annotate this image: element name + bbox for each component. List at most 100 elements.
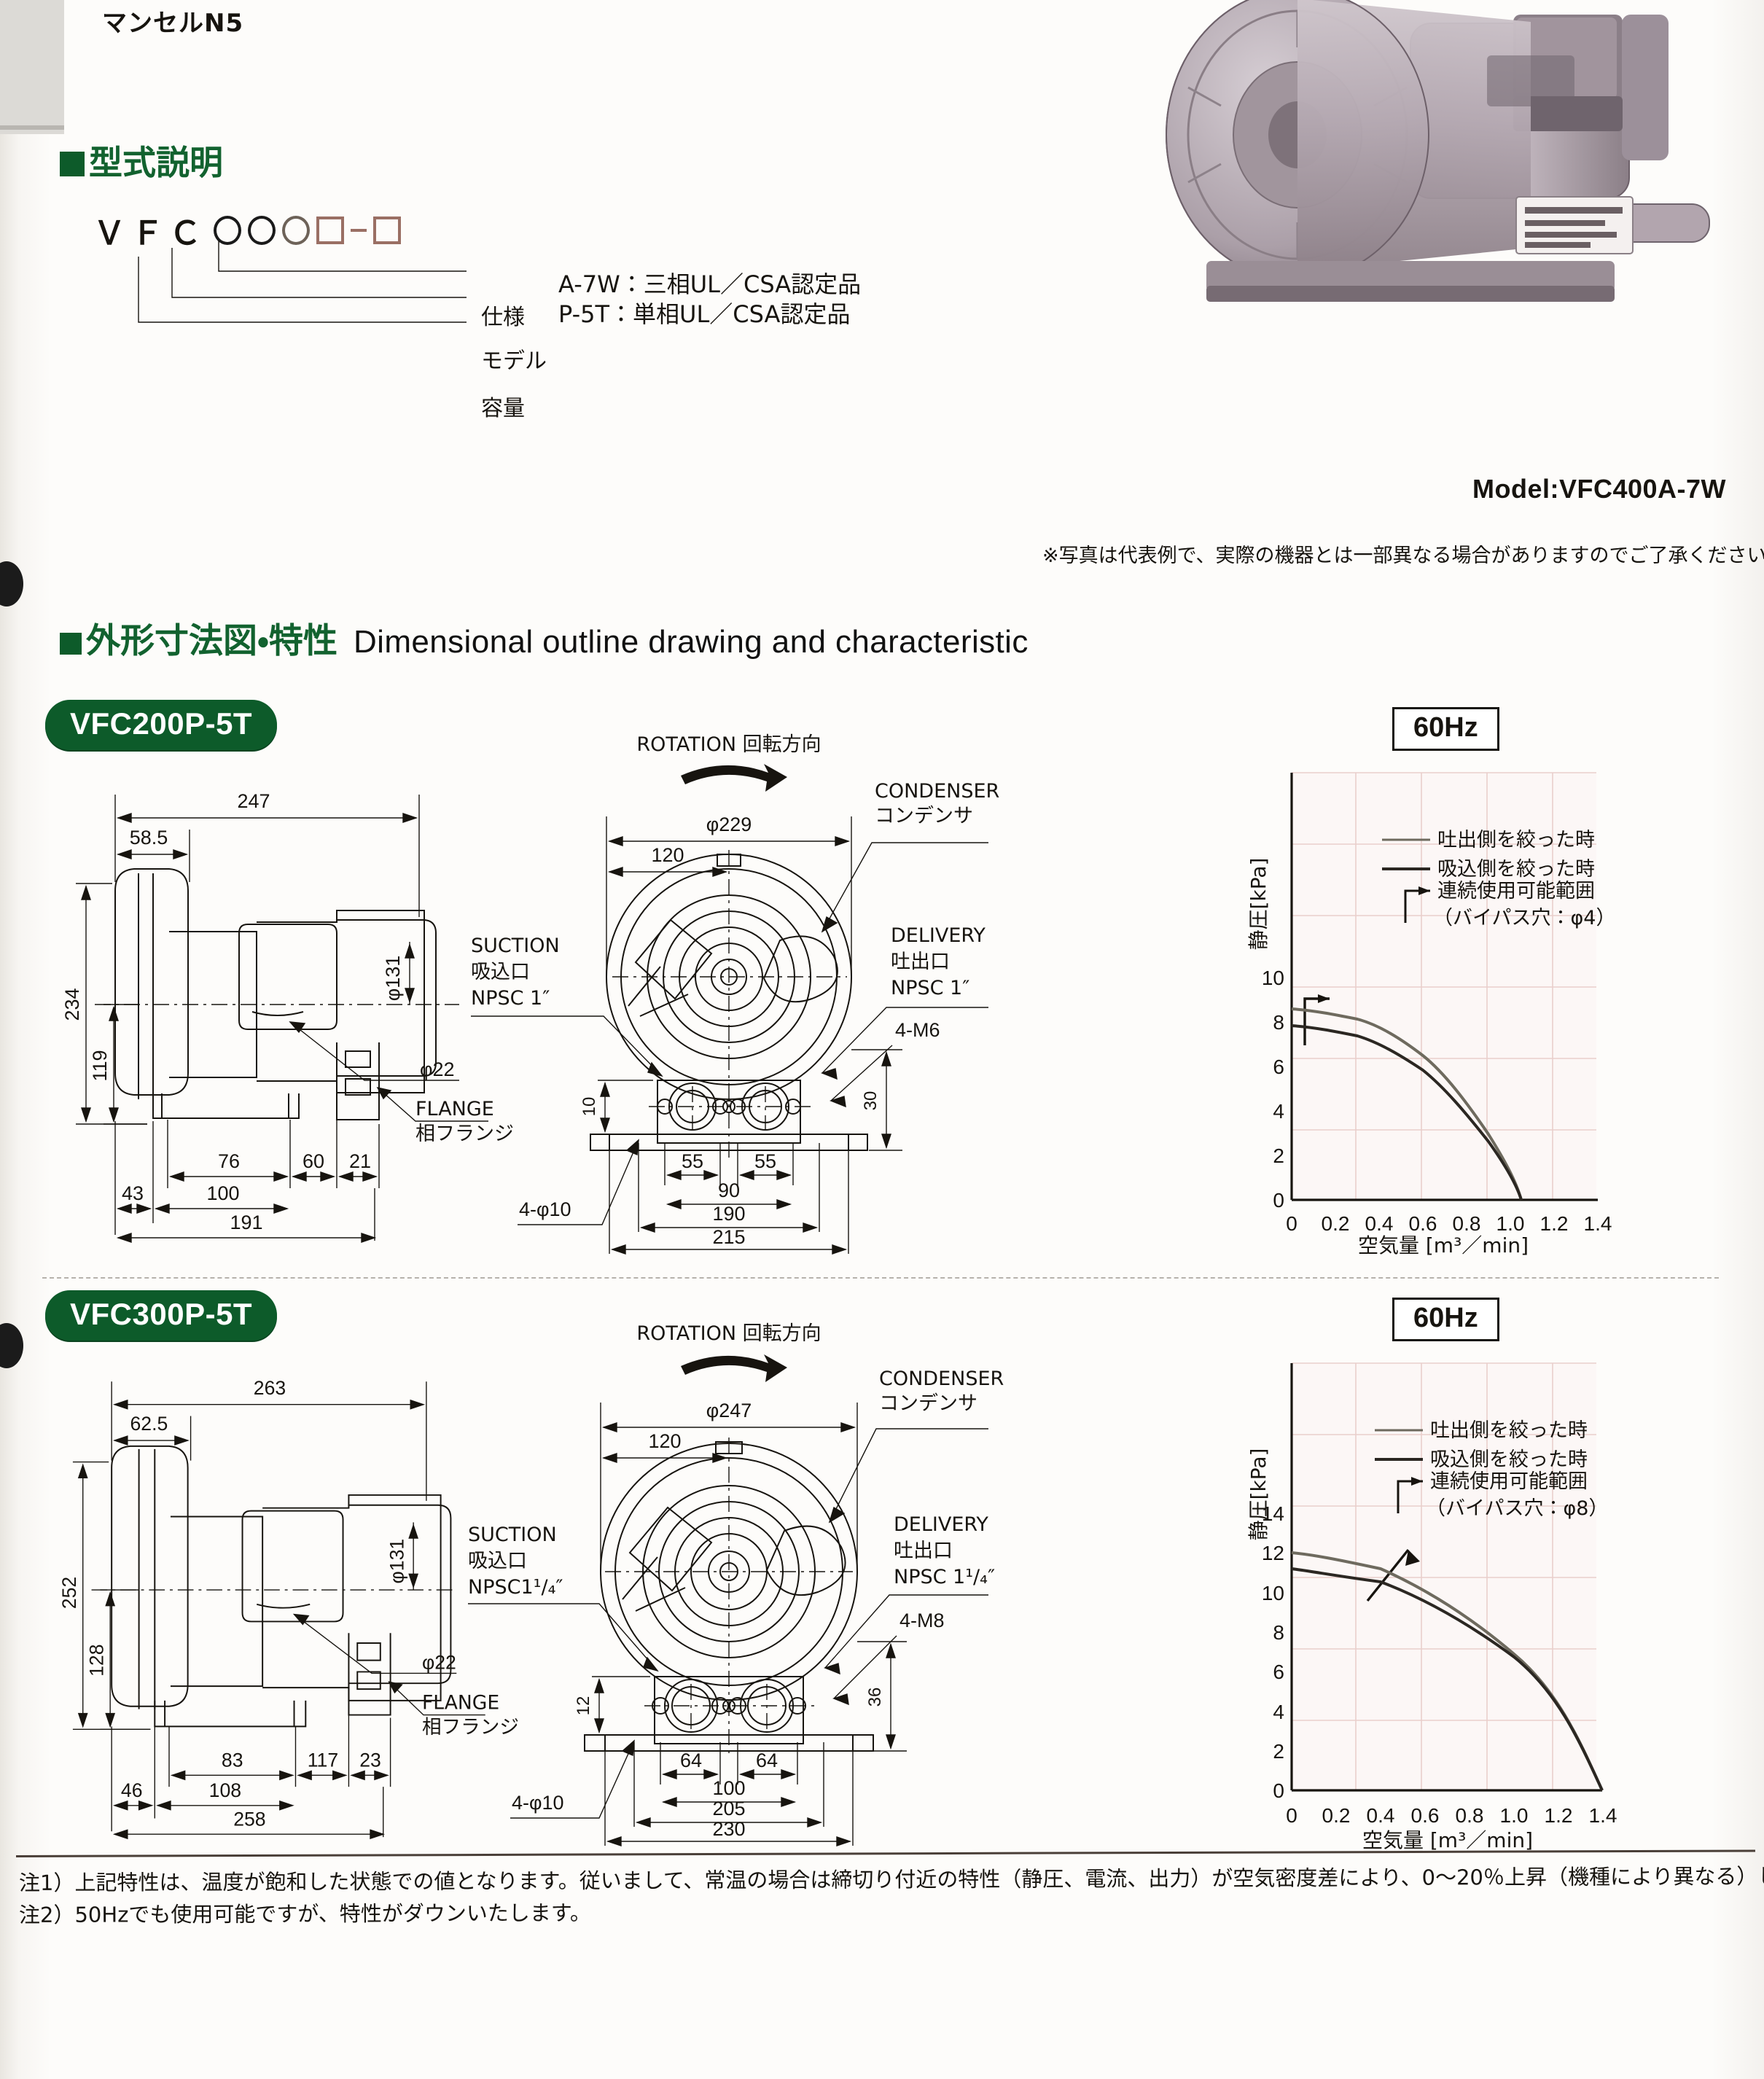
label-flange-jp-200: 相フランジ	[415, 1123, 514, 1145]
dim-pitch-190-200: 190	[712, 1203, 745, 1225]
munsell-note: マンセルN5	[102, 9, 244, 38]
dim-base-e-200: 100	[206, 1182, 239, 1204]
green-square-bullet-icon-2	[60, 633, 82, 655]
callout-capacity: 容量	[481, 396, 525, 421]
dim-hole-spec-300: 4-φ10	[512, 1792, 564, 1814]
chart-ylabel-200: 静圧[kPa]	[1246, 858, 1271, 951]
type-placeholder-box-2	[373, 217, 401, 244]
dim-front-depth-200: 58.5	[130, 827, 168, 849]
dim-base-f-300: 258	[233, 1808, 265, 1830]
dim-center-height-300: 128	[85, 1644, 107, 1676]
label-delivery-size-300: NPSC 1¹/₄″	[894, 1566, 995, 1588]
dim-base-e-300: 108	[209, 1779, 241, 1801]
label-suction-jp-300: 吸込口	[468, 1550, 527, 1572]
svg-text:0.8: 0.8	[1453, 1212, 1481, 1235]
footnotes: 注1）上記特性は、温度が飽和した状態での値となります。従いまして、常温の場合は締…	[18, 1864, 1764, 1931]
performance-chart-vfc200: 60Hz 0 2 4 6 8 10	[1239, 707, 1749, 1261]
photo-disclaimer: ※写真は代表例で、実際の機器とは一部異なる場合がありますのでご了承ください。	[1042, 545, 1764, 567]
legend-annotation-200: （バイパス穴：φ4）	[1433, 907, 1615, 929]
label-delivery-en-300: DELIVERY	[894, 1513, 988, 1536]
chart-legend-200: 吐出側を絞った時 吸込側を絞った時 連続使用可能範囲 （バイパス穴：φ4）	[1382, 829, 1615, 929]
side-view-drawing-vfc200: 247 58.5 234 119	[61, 790, 514, 1243]
type-placeholder-circle-2	[248, 216, 276, 245]
svg-text:0.6: 0.6	[1409, 1212, 1437, 1235]
dim-center-height-200: 119	[89, 1050, 111, 1081]
svg-text:4: 4	[1273, 1701, 1284, 1723]
dim-pitch-205-300: 205	[712, 1798, 745, 1819]
type-placeholder-circle-1	[214, 216, 241, 245]
label-flange-en-300: FLANGE	[422, 1692, 499, 1715]
svg-text:1.2: 1.2	[1545, 1804, 1573, 1827]
type-leader-lines	[138, 241, 467, 323]
label-delivery-jp-200: 吐出口	[891, 951, 950, 973]
frequency-badge-300: 60Hz	[1392, 1298, 1499, 1341]
side-view-drawing-vfc300: 263 62.5 252 128	[58, 1377, 519, 1840]
dim-foot-h2-300: 36	[865, 1688, 885, 1707]
svg-text:1.4: 1.4	[1584, 1212, 1612, 1235]
section-divider	[42, 1277, 1719, 1279]
dim-body-dia-300: φ247	[706, 1400, 752, 1421]
model-badge-vfc200: VFC200P-5T	[45, 700, 278, 750]
dimension-heading-en: Dimensional outline drawing and characte…	[353, 624, 1029, 660]
dim-base-c-200: 21	[349, 1150, 371, 1172]
label-delivery-size-200: NPSC 1″	[891, 977, 969, 999]
dim-port-pitch-l-200: 55	[682, 1150, 703, 1172]
model-type-string: ＶＦＣ	[93, 207, 401, 254]
dim-foot-h1-300: 12	[574, 1696, 593, 1716]
dim-shaft-dia-300: φ131	[386, 1539, 407, 1584]
dim-bolt-spec-200: 4-M6	[895, 1019, 940, 1041]
dim-flange-dia-300: φ22	[422, 1651, 456, 1673]
dim-base-a-200: 76	[218, 1150, 240, 1172]
dim-overall-height-200: 234	[61, 988, 83, 1021]
chart-grid-300	[1291, 1362, 1596, 1790]
svg-text:0.6: 0.6	[1411, 1804, 1440, 1827]
svg-text:6: 6	[1273, 1661, 1284, 1683]
dimension-heading-jp: 外形寸法図・特性	[86, 621, 337, 661]
rotation-arrow-icon-2	[681, 1354, 787, 1382]
label-rotation-200: ROTATION 回転方向	[636, 733, 821, 756]
svg-text:0: 0	[1273, 1779, 1284, 1802]
dimension-section-heading: 外形寸法図・特性 Dimensional outline drawing and …	[60, 612, 1029, 663]
dim-front-depth-300: 62.5	[130, 1413, 168, 1435]
svg-text:0.2: 0.2	[1322, 1212, 1350, 1235]
svg-text:0: 0	[1286, 1804, 1297, 1827]
label-suction-en-200: SUCTION	[471, 935, 560, 957]
model-badge-vfc300: VFC300P-5T	[45, 1290, 278, 1341]
type-placeholder-box-1	[316, 217, 344, 244]
footnote-2: 注2）50Hzでも使用可能ですが、特性がダウンいたします。	[18, 1900, 591, 1927]
dim-base-a-300: 83	[222, 1750, 243, 1771]
chart-series2-curve-300	[1291, 1567, 1604, 1791]
svg-text:2: 2	[1273, 1740, 1284, 1763]
chart-range-marker-200	[1303, 994, 1330, 1045]
label-suction-size-300: NPSC1¹/₄″	[468, 1576, 563, 1599]
specification-detail-lines: A-7W：三相UL／CSA認定品 P-5T：単相UL／CSA認定品	[558, 270, 861, 329]
svg-text:12: 12	[1262, 1542, 1284, 1564]
dim-width-215-200: 215	[712, 1226, 745, 1248]
svg-text:4: 4	[1273, 1100, 1284, 1123]
svg-text:8: 8	[1273, 1011, 1284, 1034]
dim-port-pitch-r-200: 55	[754, 1150, 776, 1172]
svg-text:2: 2	[1273, 1144, 1284, 1167]
dim-body-dia-200: φ229	[706, 814, 752, 835]
svg-text:0.2: 0.2	[1322, 1804, 1351, 1827]
dim-base-f-200: 191	[230, 1212, 262, 1233]
callout-model: モデル	[481, 348, 547, 374]
dim-shaft-dia-200: φ131	[382, 956, 404, 1002]
chart-ylabel-300: 静圧[kPa]	[1246, 1448, 1271, 1541]
dim-base-c-300: 23	[359, 1750, 381, 1771]
model-block-vfc200: VFC200P-5T	[0, 700, 1764, 1268]
label-suction-jp-200: 吸込口	[471, 961, 530, 983]
svg-text:0: 0	[1273, 1189, 1284, 1212]
legend-annotation-300: （バイパス穴：φ8）	[1426, 1497, 1608, 1520]
label-suction-en-300: SUCTION	[468, 1524, 557, 1546]
type-placeholder-circle-3	[282, 216, 310, 245]
frequency-badge-200: 60Hz	[1392, 707, 1499, 751]
label-condenser-jp-300: コンデンサ	[879, 1392, 977, 1415]
svg-text:1.4: 1.4	[1589, 1804, 1617, 1827]
dim-base-b-200: 60	[303, 1150, 324, 1172]
dim-pitch-90-200: 90	[718, 1179, 740, 1201]
dim-pitch-100-300: 100	[712, 1777, 745, 1799]
